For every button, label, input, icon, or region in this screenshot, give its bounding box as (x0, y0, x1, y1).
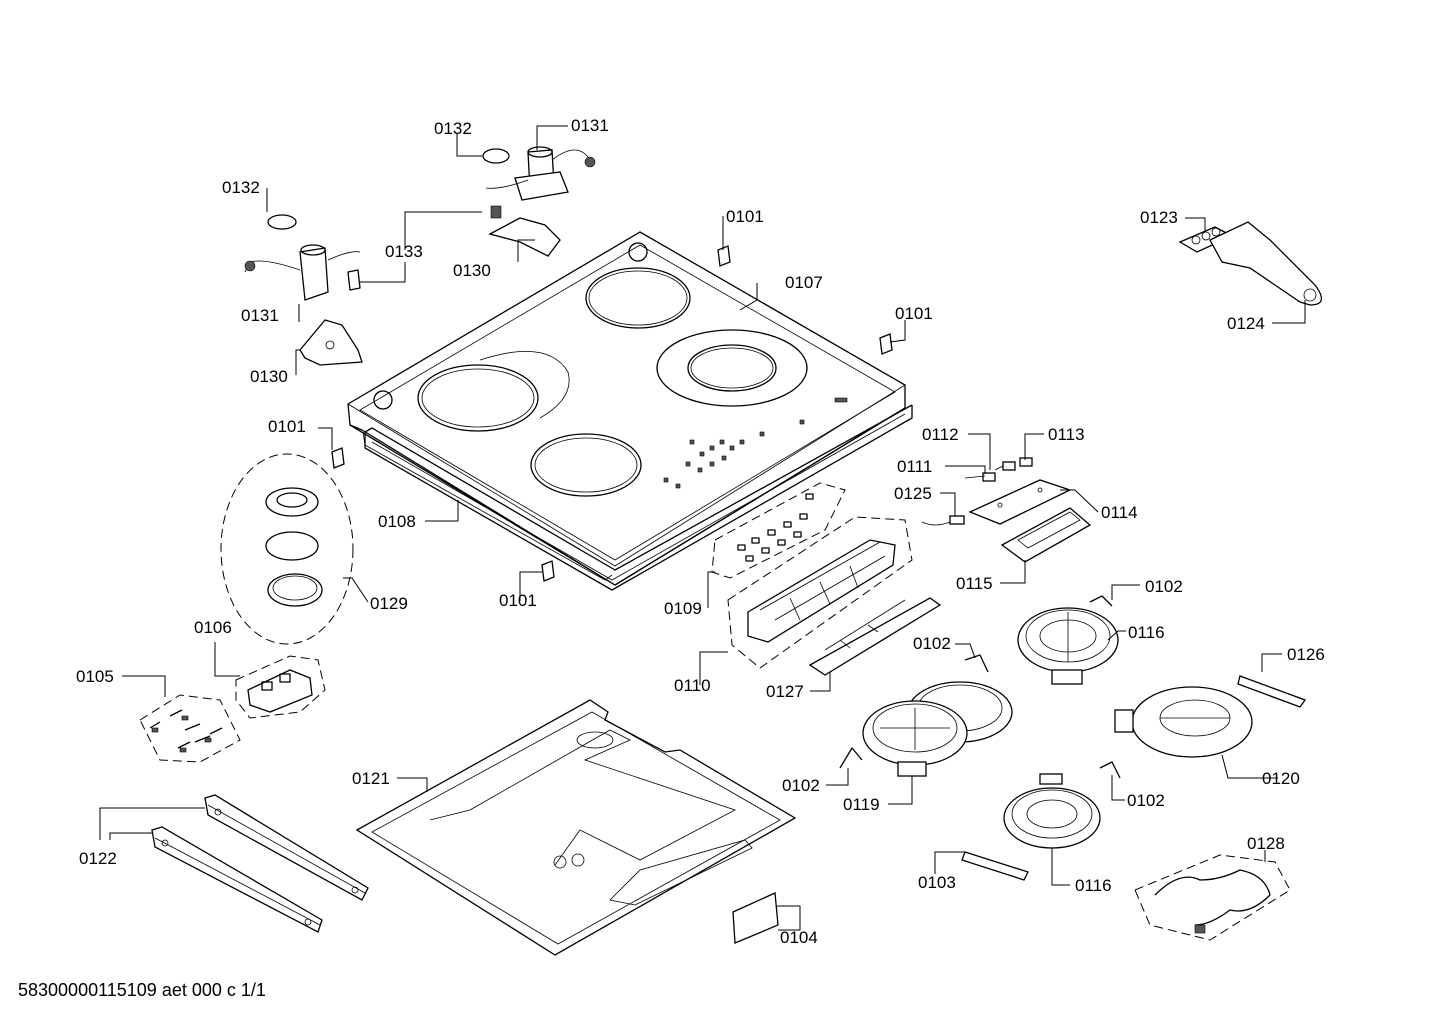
part-label: 0130 (453, 261, 491, 280)
heater-bracket-2 (964, 654, 989, 673)
glass-ceramic-hob-top (347, 231, 906, 586)
regulator-assembly-left (244, 214, 363, 366)
heater-bracket-3 (839, 747, 863, 769)
part-label: 0112 (922, 425, 959, 444)
touch-control-symbols (663, 397, 848, 489)
part-label: 0101 (895, 304, 933, 323)
board-carrier (808, 597, 942, 676)
part-label: 0101 (726, 207, 764, 226)
part-label: 0128 (1247, 834, 1285, 853)
sensor-housing (1000, 507, 1092, 563)
leader-lines (99, 125, 1306, 931)
bottom-housing (355, 699, 797, 956)
radiant-heater-round (1003, 773, 1101, 849)
part-label: 0109 (664, 599, 702, 618)
terminal-clips (139, 694, 241, 763)
part-label: 0103 (918, 873, 956, 892)
part-label: 0110 (674, 676, 711, 695)
rating-label-plate (732, 892, 779, 944)
part-label: 0133 (385, 242, 423, 261)
part-label: 0102 (782, 776, 820, 795)
part-label: 0119 (843, 795, 880, 814)
cable-harness (921, 457, 1033, 526)
part-label: 0105 (76, 667, 114, 686)
part-label: 0129 (370, 594, 408, 613)
part-label: 0116 (1128, 623, 1165, 642)
part-label: 0102 (913, 634, 951, 653)
part-label: 0104 (780, 928, 818, 947)
fixing-clip-2 (879, 333, 893, 355)
heater-bracket-1 (1089, 595, 1113, 607)
part-label: 0131 (571, 116, 609, 135)
radiant-heater-single (1017, 607, 1119, 685)
part-label: 0130 (250, 367, 288, 386)
part-label: 0127 (766, 682, 804, 701)
part-label: 0115 (956, 574, 993, 593)
fixing-spring-bar (961, 851, 1029, 881)
heater-element-coil (1134, 854, 1291, 941)
part-label: 0126 (1287, 645, 1325, 664)
part-label: 0132 (222, 178, 260, 197)
part-number-labels: 0132 0131 0132 0133 0130 0131 0130 0101 … (76, 116, 1325, 947)
glass-scraper (1209, 221, 1322, 306)
part-label: 0113 (1048, 425, 1085, 444)
part-label: 0132 (434, 119, 472, 138)
temperature-limiter-bar (1237, 675, 1307, 708)
terminal-block (235, 655, 326, 719)
fixing-clip-3 (331, 447, 345, 469)
part-label: 0120 (1262, 769, 1300, 788)
part-label: 0122 (79, 849, 117, 868)
part-label: 0108 (378, 512, 416, 531)
part-label: 0123 (1140, 208, 1178, 227)
seal-ring-set (220, 453, 354, 645)
heater-bracket-4 (1099, 761, 1121, 779)
part-label: 0125 (894, 484, 932, 503)
part-label: 0102 (1127, 791, 1165, 810)
part-label: 0121 (352, 769, 390, 788)
part-label: 0131 (241, 306, 279, 325)
mounting-rails (151, 794, 369, 933)
power-board (727, 516, 913, 669)
document-number: 58300000115109 aet 000 c 1/1 (18, 980, 266, 1000)
hob-frame-seal (364, 404, 913, 591)
part-label: 0116 (1075, 876, 1112, 895)
part-label: 0124 (1227, 314, 1265, 333)
part-label: 0107 (785, 273, 823, 292)
regulator-assembly-top (482, 146, 596, 257)
radiant-heater-oval (1114, 686, 1253, 758)
part-label: 0101 (499, 591, 537, 610)
part-label: 0102 (1145, 577, 1183, 596)
part-label: 0106 (194, 618, 232, 637)
radiant-heater-dual (862, 681, 1013, 777)
fixing-clip-4 (541, 560, 555, 582)
part-label: 0114 (1101, 503, 1138, 522)
part-label: 0111 (897, 457, 932, 476)
fixing-clip-1 (717, 245, 731, 267)
part-label: 0101 (268, 417, 306, 436)
